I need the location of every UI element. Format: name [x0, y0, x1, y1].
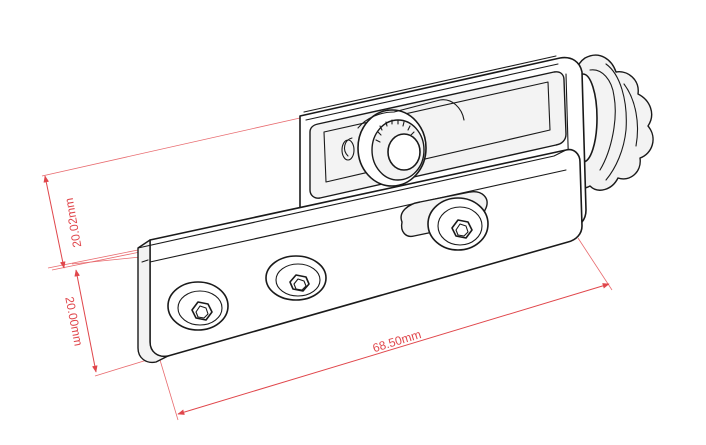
dimension-upper-height: 20.02mm: [43, 175, 84, 269]
dimension-lower-height: 20.00mm: [62, 269, 98, 373]
pulley: [341, 99, 465, 187]
slotted-screw: [400, 191, 489, 251]
button-head-screw-middle: [265, 255, 327, 301]
button-head-screw-left: [167, 281, 229, 331]
dimension-label-length: 68.50mm: [371, 327, 423, 355]
dimension-label-upper-height: 20.02mm: [62, 197, 84, 249]
